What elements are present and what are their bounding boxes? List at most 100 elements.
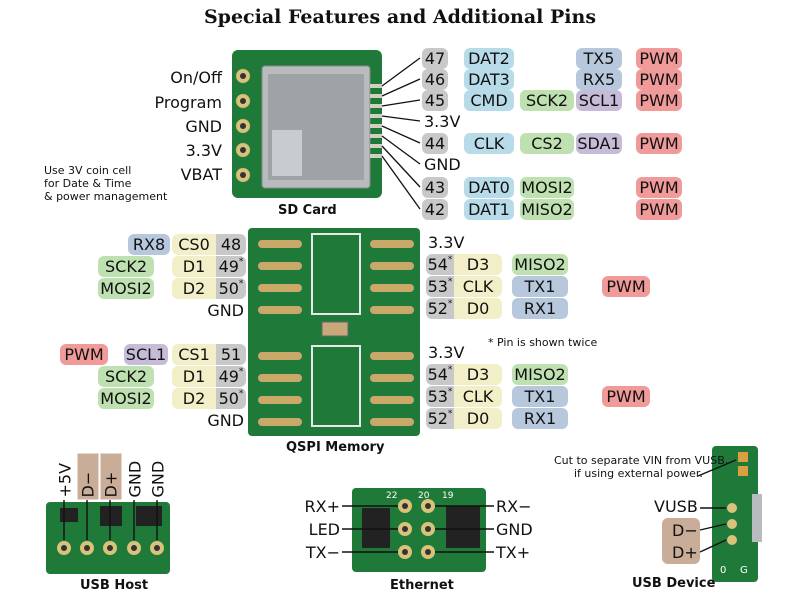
- sd-left-label: Program: [154, 93, 222, 112]
- qspi-footnote: * Pin is shown twice: [488, 336, 598, 349]
- sd-uart-label: RX5: [576, 69, 622, 90]
- qspi-pin-number: 53*: [426, 386, 454, 407]
- sd-function-label: DAT1: [464, 199, 514, 220]
- qspi-pin-number: 51: [216, 344, 246, 365]
- qspi-func-label: D1: [172, 366, 216, 387]
- sd-pwm-label: PWM: [636, 177, 682, 198]
- qspi-pwm-label: PWM: [602, 276, 650, 297]
- sd-pwm-label: PWM: [636, 199, 682, 220]
- qspi-power-label: 3.3V: [428, 233, 465, 252]
- qspi-func-label: CS1: [172, 344, 216, 365]
- usb-host-pin-label: GND: [148, 460, 168, 498]
- qspi-pwm-label: PWM: [60, 344, 108, 365]
- sd-left-label: GND: [185, 117, 222, 136]
- ethernet-right-label: RX−: [496, 497, 532, 516]
- usb-host-board: [46, 500, 170, 574]
- qspi-uart-label: TX1: [512, 386, 568, 407]
- sd-card-caption: SD Card: [278, 203, 337, 218]
- qspi-gnd-label: GND: [207, 411, 244, 430]
- ethernet-pcb-number: 20: [418, 491, 430, 501]
- qspi-pin-number: 49*: [216, 256, 246, 277]
- qspi-pin-number: 54*: [426, 254, 454, 275]
- qspi-gnd-label: GND: [207, 301, 244, 320]
- sd-i2c-label: SDA1: [576, 133, 622, 154]
- qspi-pin-number: 48: [216, 234, 246, 255]
- ethernet-right-label: TX+: [496, 543, 531, 562]
- qspi-uart-label: RX1: [512, 408, 568, 429]
- usb-device-data-box: [662, 518, 700, 564]
- qspi-func-label: D2: [172, 278, 216, 299]
- sd-pin-number: 47: [422, 48, 448, 69]
- ethernet-caption: Ethernet: [390, 578, 454, 593]
- qspi-func-label: CLK: [454, 386, 502, 407]
- ethernet-left-label: TX−: [305, 543, 340, 562]
- sd-pwm-label: PWM: [636, 133, 682, 154]
- qspi-spi-label: MOSI2: [98, 278, 154, 299]
- usb-device-vusb-label: VUSB: [654, 497, 698, 516]
- qspi-pin-number: 49*: [216, 366, 246, 387]
- qspi-func-label: D2: [172, 388, 216, 409]
- usb-device-caption: USB Device: [632, 576, 716, 591]
- usb-device-board: [697, 446, 762, 582]
- qspi-func-label: D3: [454, 364, 502, 385]
- diagram-title: Special Features and Additional Pins: [203, 6, 597, 28]
- qspi-uart-label: RX1: [512, 298, 568, 319]
- sd-spi-label: MISO2: [520, 199, 574, 220]
- qspi-board: [248, 228, 420, 436]
- ethernet-pcb-number: 19: [442, 491, 454, 501]
- usb-device-pcb-text: 0: [720, 565, 727, 576]
- qspi-power-label: 3.3V: [428, 343, 465, 362]
- sd-pin-number: 46: [422, 69, 448, 90]
- qspi-func-label: CLK: [454, 276, 502, 297]
- usb-host-pin-label: GND: [125, 460, 145, 498]
- sd-pin-number: 42: [422, 199, 448, 220]
- sd-left-label: VBAT: [180, 165, 222, 184]
- sd-left-label: On/Off: [170, 68, 222, 87]
- sd-pin-number: 45: [422, 90, 448, 111]
- sd-function-label: DAT3: [464, 69, 514, 90]
- usb-host-caption: USB Host: [80, 578, 149, 593]
- ethernet-pcb-number: 22: [386, 491, 398, 501]
- ethernet-board: [342, 488, 494, 572]
- qspi-func-label: D3: [454, 254, 502, 275]
- sd-pin-number: 43: [422, 177, 448, 198]
- usb-device-dplus-label: D+: [672, 543, 698, 562]
- sd-power-label: GND: [424, 155, 461, 174]
- qspi-i2c-label: SCL1: [124, 344, 168, 365]
- sd-i2c-label: SCL1: [576, 90, 622, 111]
- ethernet-left-label: RX+: [304, 497, 340, 516]
- sd-function-label: CMD: [464, 90, 514, 111]
- qspi-caption: QSPI Memory: [286, 440, 385, 455]
- sd-spi-label: MOSI2: [520, 177, 574, 198]
- qspi-pwm-label: PWM: [602, 386, 650, 407]
- sd-pwm-label: PWM: [636, 69, 682, 90]
- usb-host-pin-label: D−: [77, 453, 99, 500]
- sd-pwm-label: PWM: [636, 90, 682, 111]
- qspi-pin-number: 50*: [216, 388, 246, 409]
- qspi-uart-label: RX8: [128, 234, 170, 255]
- qspi-spi-label: MISO2: [512, 254, 568, 275]
- ethernet-left-label: LED: [308, 520, 340, 539]
- usb-device-pcb-text: G: [740, 565, 748, 576]
- qspi-pin-number: 53*: [426, 276, 454, 297]
- qspi-pin-number: 50*: [216, 278, 246, 299]
- sd-pin-number: 44: [422, 133, 448, 154]
- qspi-uart-label: TX1: [512, 276, 568, 297]
- qspi-spi-label: SCK2: [98, 366, 154, 387]
- qspi-spi-label: SCK2: [98, 256, 154, 277]
- usb-host-pin-label: +5V: [55, 462, 75, 498]
- sd-pwm-label: PWM: [636, 48, 682, 69]
- usb-host-pin-label: D+: [100, 453, 122, 500]
- sd-function-label: DAT0: [464, 177, 514, 198]
- qspi-func-label: CS0: [172, 234, 216, 255]
- sd-spi-label: CS2: [520, 133, 574, 154]
- usb-device-note-line: Cut to separate VIN from VUSB,: [554, 454, 729, 467]
- sd-left-label: 3.3V: [185, 141, 222, 160]
- qspi-func-label: D0: [454, 408, 502, 429]
- sd-power-label: 3.3V: [424, 112, 461, 131]
- sd-function-label: DAT2: [464, 48, 514, 69]
- qspi-pin-number: 52*: [426, 408, 454, 429]
- coin-cell-note-line: Use 3V coin cell: [44, 164, 132, 177]
- sd-spi-label: SCK2: [520, 90, 574, 111]
- qspi-pin-number: 54*: [426, 364, 454, 385]
